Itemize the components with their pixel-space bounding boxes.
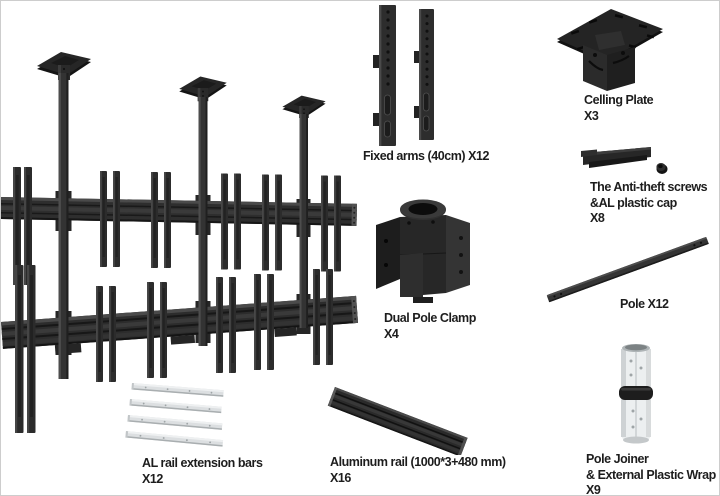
pole-illustration (546, 237, 709, 303)
label-line: The Anti-theft screws (590, 180, 708, 194)
label-line: Aluminum rail (1000*3+480 mm) (330, 455, 506, 469)
label-al-rail-extension-bars: AL rail extension bars X12 (142, 456, 263, 487)
label-line: X12 (142, 471, 163, 486)
label-line: Celling Plate (584, 93, 654, 107)
fixed-arm-brackets-illustration (373, 5, 434, 146)
label-line: Dual Pole Clamp (384, 311, 476, 325)
label-line: Pole Joiner (586, 452, 649, 466)
rail-extension-bars-illustration (125, 383, 224, 447)
label-line: X9 (586, 483, 601, 496)
poles-group (58, 73, 308, 379)
label-line: & External Plastic Wrap (586, 467, 716, 482)
label-line: AL rail extension bars (142, 456, 263, 470)
label-line: Fixed arms (40cm) X12 (363, 149, 490, 163)
label-fixed-arms: Fixed arms (40cm) X12 (363, 149, 489, 165)
label-line: Pole X12 (620, 297, 669, 311)
dual-pole-clamp-illustration (376, 199, 470, 303)
label-line: &AL plastic cap (590, 195, 677, 210)
ceiling-video-wall-assembly-illustration (1, 52, 359, 433)
label-ceiling-plate: Celling Plate X3 (584, 93, 654, 124)
label-line: X16 (330, 470, 351, 485)
label-line: X3 (584, 108, 599, 123)
pole-joiner-illustration (619, 344, 653, 444)
label-pole-joiner: Pole Joiner & External Plastic Wrap X9 (586, 452, 716, 496)
ceiling-plates-group (37, 52, 326, 118)
label-line: X8 (590, 211, 605, 225)
ceiling-plate-illustration (557, 9, 663, 91)
anti-theft-screw-and-cap-illustration (581, 147, 668, 174)
label-line: X4 (384, 326, 399, 341)
aluminum-rail-illustration (327, 387, 468, 455)
label-aluminum-rail: Aluminum rail (1000*3+480 mm) X16 (330, 455, 506, 486)
label-dual-pole-clamp: Dual Pole Clamp X4 (384, 311, 476, 342)
label-pole: Pole X12 (620, 297, 669, 313)
label-anti-theft: The Anti-theft screws &AL plastic cap X8 (590, 180, 708, 227)
